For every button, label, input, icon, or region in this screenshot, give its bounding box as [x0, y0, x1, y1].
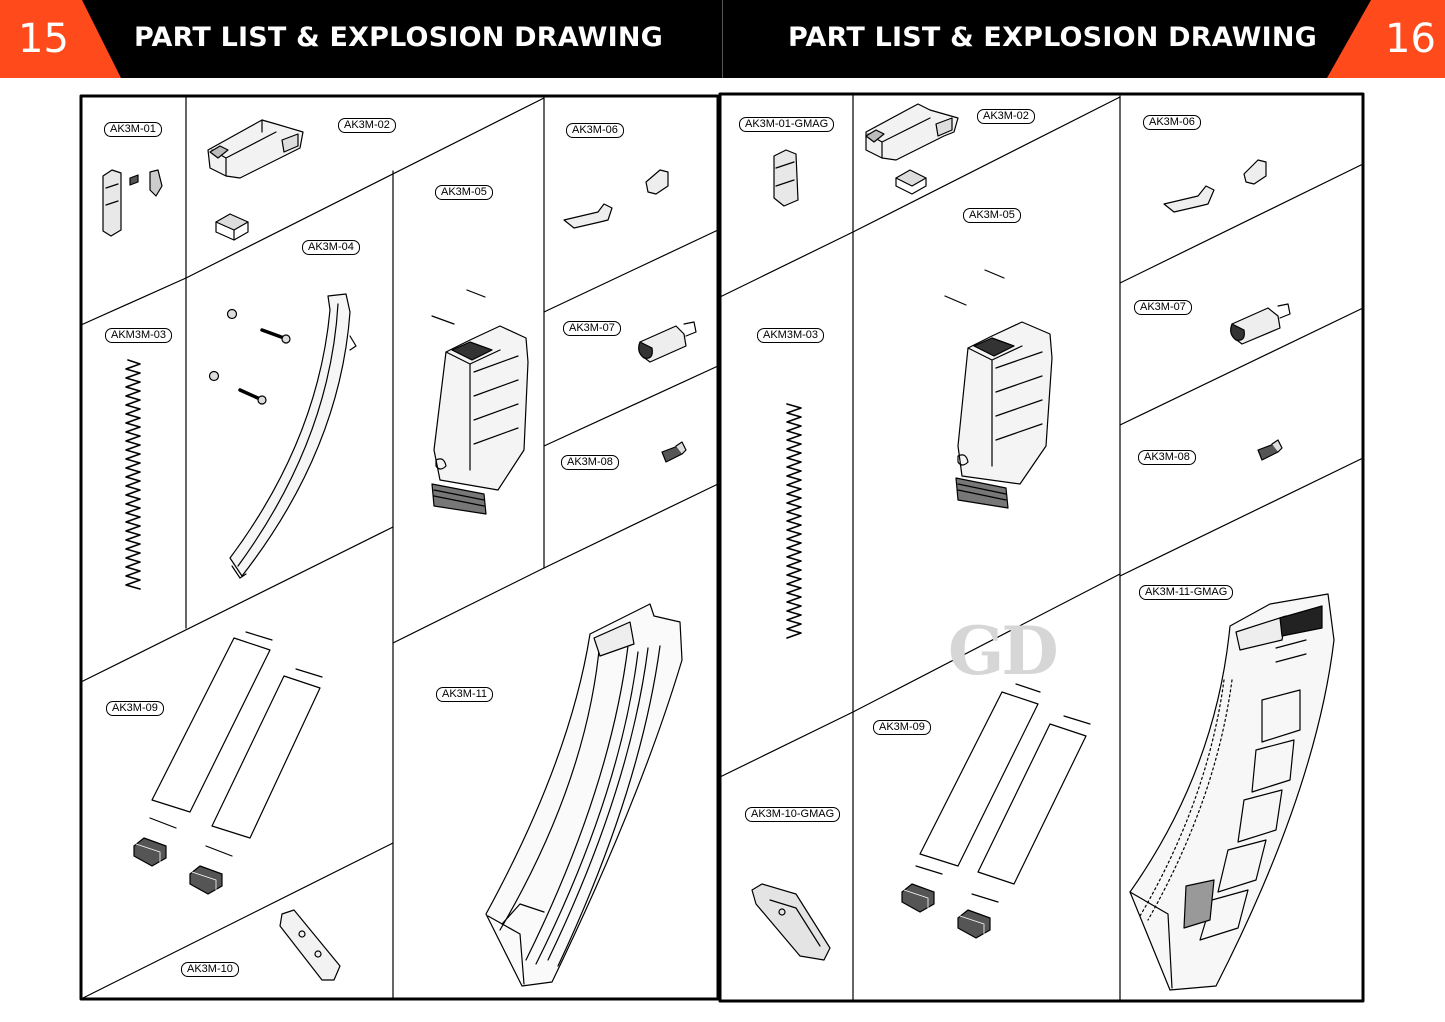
right-page-title: PART LIST & EXPLOSION DRAWING: [787, 22, 1317, 53]
part-ak3m-05-art: [431, 289, 529, 515]
left-page-frame: [79, 94, 720, 1001]
part-akm3m-03-art: [125, 359, 141, 590]
label-ak3m-09-r: AK3M-09: [873, 720, 931, 735]
label-ak3m-07-r: AK3M-07: [1134, 300, 1192, 315]
label-ak3m-11-gmag: AK3M-11-GMAG: [1139, 585, 1234, 600]
label-ak3m-02: AK3M-02: [338, 118, 396, 133]
part-ak3m-08-art: [661, 441, 687, 463]
label-ak3m-09: AK3M-09: [106, 701, 164, 716]
header-accents: [0, 0, 1445, 78]
right-page-number: 16: [1385, 16, 1436, 62]
part-ak3m-02-r-art: [865, 103, 959, 195]
part-ak3m-01-art: [102, 169, 163, 237]
part-ak3m-09-art: [133, 631, 323, 895]
label-ak3m-05-r: AK3M-05: [963, 208, 1021, 223]
part-ak3m-07-art: [638, 321, 697, 363]
label-ak3m-02-r: AK3M-02: [977, 109, 1035, 124]
header-divider: [722, 0, 723, 78]
left-page-number: 15: [18, 16, 69, 62]
right-page-tab: [1327, 0, 1445, 78]
label-ak3m-06: AK3M-06: [566, 123, 624, 138]
left-page-title: PART LIST & EXPLOSION DRAWING: [134, 22, 664, 53]
part-ak3m-06-art: [563, 169, 669, 229]
part-ak3m-05-r-art: [944, 269, 1053, 509]
part-ak3m-06-r-art: [1163, 159, 1267, 213]
label-ak3m-06-r: AK3M-06: [1143, 115, 1201, 130]
part-ak3m-08-r-art: [1257, 439, 1283, 461]
label-ak3m-07: AK3M-07: [563, 321, 621, 336]
label-ak3m-08: AK3M-08: [561, 455, 619, 470]
part-ak3m-09-r-art: [901, 683, 1091, 939]
left-page-tab: [0, 0, 121, 78]
label-ak3m-08-r: AK3M-08: [1138, 450, 1196, 465]
gd-watermark: GD: [948, 612, 1059, 690]
label-ak3m-10-gmag: AK3M-10-GMAG: [745, 807, 841, 822]
label-akm3m-03: AKM3M-03: [105, 328, 173, 343]
part-ak3m-11-gmag-art: [1129, 593, 1335, 991]
label-ak3m-01: AK3M-01: [104, 122, 162, 137]
label-ak3m-04: AK3M-04: [302, 240, 360, 255]
part-ak3m-11-art: [485, 603, 683, 987]
label-akm3m-03-r: AKM3M-03: [757, 328, 825, 343]
part-ak3m-10-gmag-art: [751, 883, 831, 961]
part-ak3m-01-gmag-art: [773, 149, 799, 207]
label-ak3m-11: AK3M-11: [436, 687, 494, 702]
part-akm3m-03-r-art: [786, 403, 802, 639]
label-ak3m-05: AK3M-05: [435, 185, 493, 200]
part-ak3m-04-art: [208, 293, 357, 579]
part-ak3m-10-art: [279, 909, 341, 981]
right-page-frame: [718, 92, 1365, 1003]
part-ak3m-02-art: [207, 119, 304, 179]
part-ak3m-07-r-art: [1230, 303, 1291, 345]
part-ak3m-02-block-art: [215, 213, 249, 241]
label-ak3m-01-gmag: AK3M-01-GMAG: [739, 117, 835, 132]
label-ak3m-10: AK3M-10: [181, 962, 239, 977]
